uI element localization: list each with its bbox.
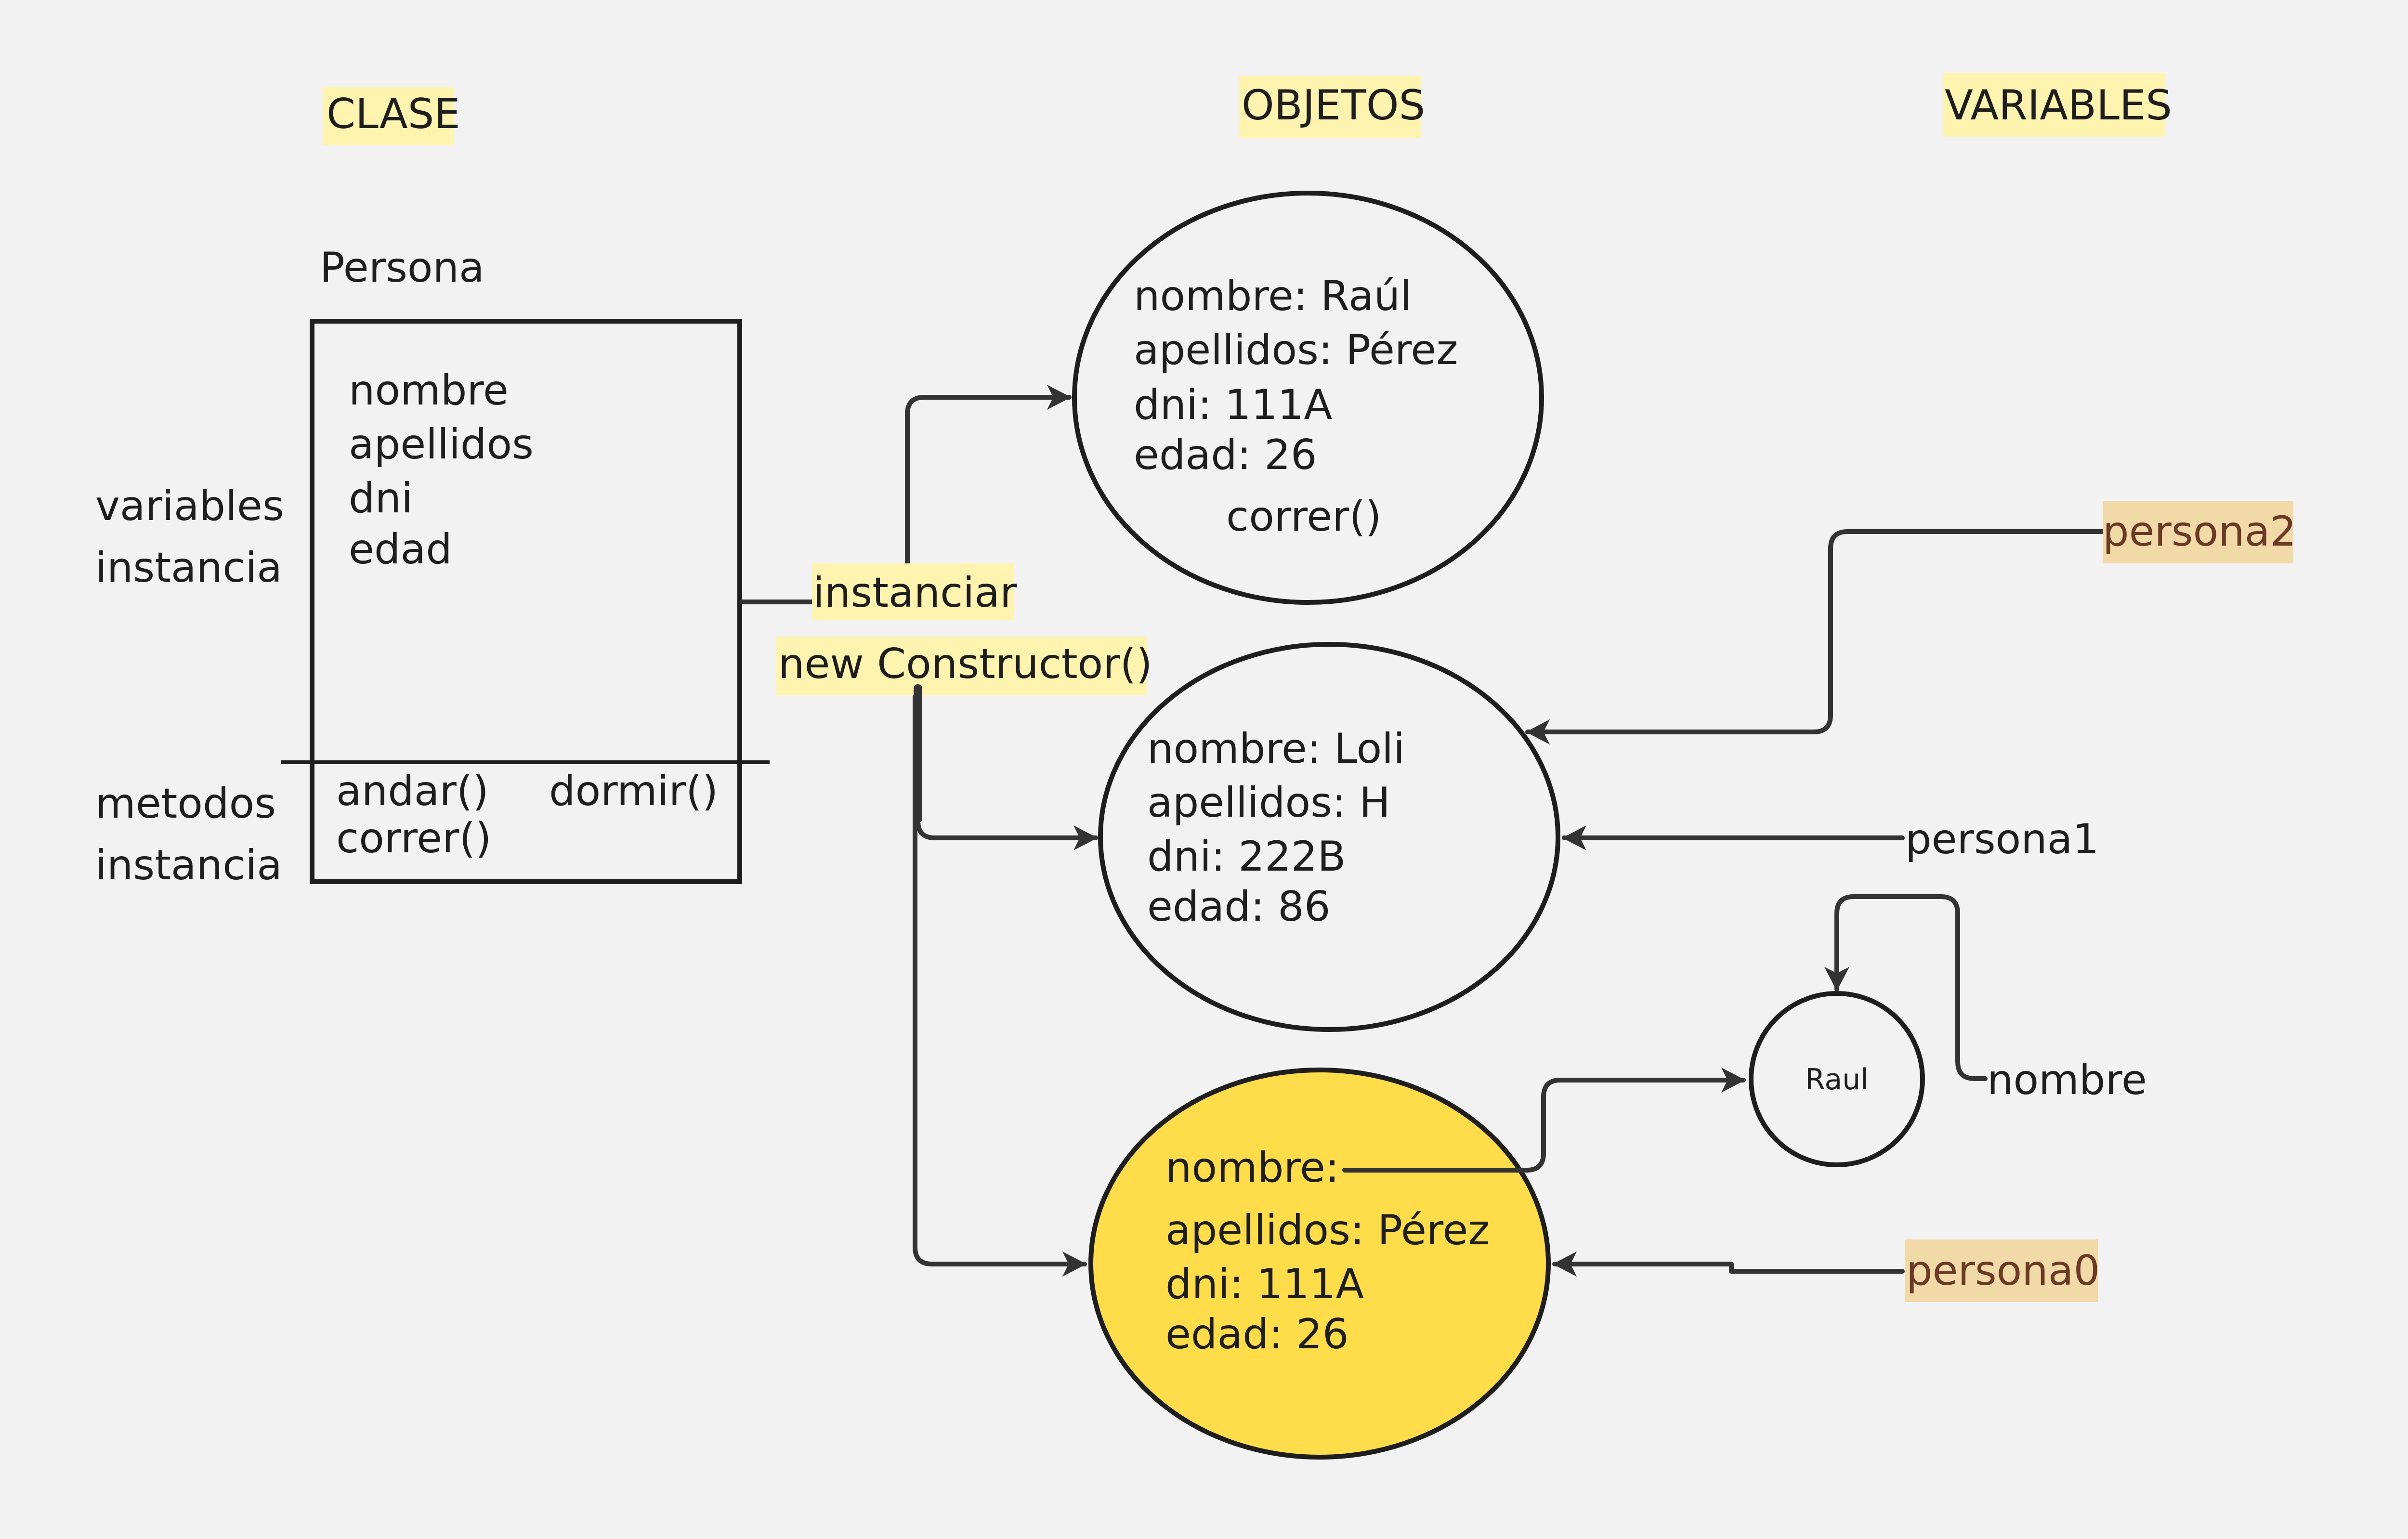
class-attribute-dni: dni <box>349 474 413 522</box>
arrow-nombre-field-to-string <box>1342 1068 1746 1173</box>
variable-persona0-highlight <box>1905 1239 2098 1302</box>
arrow-persona0-to-highlighted <box>1552 1252 1905 1277</box>
variable-persona0-text: persona0 <box>1906 1247 2100 1295</box>
object-highlighted: nombre: apellidos: Pérez dni: 111A edad:… <box>1088 1068 1551 1460</box>
header-variables-highlight <box>1943 73 2165 137</box>
label-variables-instancia-line1: variables <box>95 482 284 530</box>
object-loli-ellipse <box>1098 642 1560 1032</box>
object-raul-method: correr() <box>1226 493 1382 541</box>
variable-nombre-text: nombre <box>1987 1056 2147 1104</box>
object-loli-apellidos: apellidos: H <box>1147 779 1390 827</box>
arrow-to-object-loli <box>916 681 1098 850</box>
constructor-text: new Constructor() <box>778 640 1152 688</box>
string-object-circle <box>1749 991 1925 1167</box>
object-highlighted-nombre: nombre: <box>1165 1144 1339 1192</box>
variable-nombre: nombre <box>1987 1056 2147 1104</box>
object-loli-nombre: nombre: Loli <box>1147 725 1405 773</box>
arrow-nombre-variable-to-string <box>1824 894 1988 1081</box>
object-raul: nombre: Raúl apellidos: Pérez dni: 111A … <box>1072 191 1544 605</box>
string-object-value: Raul <box>1805 1063 1869 1096</box>
object-highlighted-edad: edad: 26 <box>1165 1310 1349 1358</box>
class-method-dormir: dormir() <box>549 767 718 815</box>
string-object-raul: Raul <box>1749 991 1925 1167</box>
class-attribute-nombre: nombre <box>349 366 509 415</box>
class-name: Persona <box>320 244 484 292</box>
instanciar-label: instanciar <box>812 563 1017 620</box>
variable-persona1-text: persona1 <box>1905 815 2099 863</box>
constructor-label: new Constructor() <box>776 637 1152 695</box>
object-highlighted-dni: dni: 111A <box>1165 1260 1364 1308</box>
variable-persona2-text: persona2 <box>2103 508 2296 556</box>
reference-arrows <box>1342 529 2106 1277</box>
instanciar-highlight <box>812 563 1014 620</box>
header-clase-text: CLASE <box>327 90 460 138</box>
variable-persona2-highlight <box>2103 501 2293 563</box>
object-raul-apellidos: apellidos: Pérez <box>1134 326 1458 374</box>
header-objetos-highlight <box>1239 76 1421 138</box>
class-method-andar: andar() <box>336 767 489 815</box>
object-raul-nombre: nombre: Raúl <box>1134 272 1412 320</box>
header-clase-highlight <box>323 87 454 145</box>
label-variables-instancia-line2: instancia <box>95 544 282 592</box>
arrow-to-object-raul <box>905 385 1072 571</box>
object-loli: nombre: Loli apellidos: H dni: 222B edad… <box>1098 642 1560 1032</box>
object-loli-dni: dni: 222B <box>1147 833 1346 881</box>
header-clase: CLASE <box>323 87 460 145</box>
object-loli-edad: edad: 86 <box>1147 883 1331 931</box>
class-attribute-apellidos: apellidos <box>349 420 534 469</box>
header-objetos: OBJETOS <box>1239 76 1425 138</box>
label-metodos-instancia-line2: instancia <box>95 841 282 889</box>
header-variables: VARIABLES <box>1943 73 2172 137</box>
object-raul-edad: edad: 26 <box>1134 431 1317 479</box>
instantiation-connectors <box>739 385 1098 1277</box>
variable-persona0: persona0 <box>1905 1239 2100 1302</box>
header-objetos-text: OBJETOS <box>1242 81 1425 130</box>
variable-persona1: persona1 <box>1905 815 2099 863</box>
class-method-correr: correr() <box>336 814 492 862</box>
object-raul-dni: dni: 111A <box>1134 381 1332 429</box>
class-attribute-edad: edad <box>349 525 452 574</box>
header-variables-text: VARIABLES <box>1945 81 2172 130</box>
object-highlighted-ellipse <box>1088 1068 1551 1460</box>
arrow-persona2-to-loli <box>1525 529 2106 744</box>
object-raul-ellipse <box>1072 191 1544 605</box>
instanciar-text: instanciar <box>813 569 1017 617</box>
arrow-to-object-highlighted <box>913 686 1087 1277</box>
object-highlighted-apellidos: apellidos: Pérez <box>1165 1206 1490 1254</box>
variable-persona2: persona2 <box>2103 501 2296 563</box>
label-metodos-instancia-line1: metodos <box>95 780 276 828</box>
constructor-highlight <box>776 637 1147 695</box>
